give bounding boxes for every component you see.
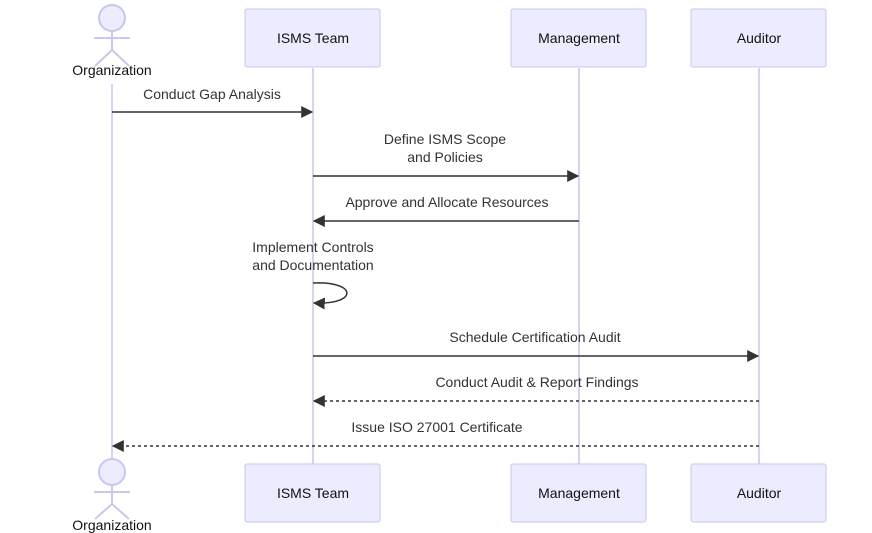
- actor-label: Organization: [72, 62, 151, 78]
- message-schedule-audit: Schedule Certification Audit: [313, 329, 760, 362]
- participant-label: Auditor: [737, 485, 782, 501]
- participant-management-bottom: Management: [510, 463, 647, 523]
- participant-auditor-top: Auditor: [690, 8, 827, 68]
- participant-label: Management: [538, 30, 620, 46]
- participant-label: Management: [538, 485, 620, 501]
- message-define-isms-scope: Define ISMS Scope and Policies: [313, 131, 580, 182]
- participant-label: ISMS Team: [277, 30, 349, 46]
- actor-head-icon: [98, 458, 126, 486]
- message-label: and Documentation: [252, 257, 373, 273]
- actor-organization-bottom: Organization: [72, 458, 152, 533]
- message-label: Implement Controls: [252, 239, 373, 255]
- actor-head-icon: [98, 4, 126, 32]
- message-label: Conduct Audit & Report Findings: [435, 374, 638, 390]
- actor-label: Organization: [72, 517, 151, 533]
- message-implement-controls: Implement Controls and Documentation: [252, 239, 374, 310]
- message-label: Approve and Allocate Resources: [345, 194, 548, 210]
- participant-isms-team-top: ISMS Team: [244, 8, 381, 68]
- message-label: and Policies: [407, 149, 483, 165]
- message-approve-allocate: Approve and Allocate Resources: [312, 194, 579, 227]
- actor-organization-top: Organization: [72, 4, 152, 78]
- message-conduct-audit: Conduct Audit & Report Findings: [312, 374, 759, 407]
- message-issue-certificate: Issue ISO 27001 Certificate: [111, 419, 759, 452]
- message-conduct-gap-analysis: Conduct Gap Analysis: [112, 86, 314, 118]
- participant-label: Auditor: [737, 30, 782, 46]
- participant-management-top: Management: [510, 8, 647, 68]
- participant-isms-team-bottom: ISMS Team: [244, 463, 381, 523]
- participant-auditor-bottom: Auditor: [690, 463, 827, 523]
- message-label: Define ISMS Scope: [384, 131, 506, 147]
- participant-label: ISMS Team: [277, 485, 349, 501]
- message-label: Conduct Gap Analysis: [143, 86, 281, 102]
- message-label: Schedule Certification Audit: [449, 329, 620, 345]
- message-label: Issue ISO 27001 Certificate: [351, 419, 522, 435]
